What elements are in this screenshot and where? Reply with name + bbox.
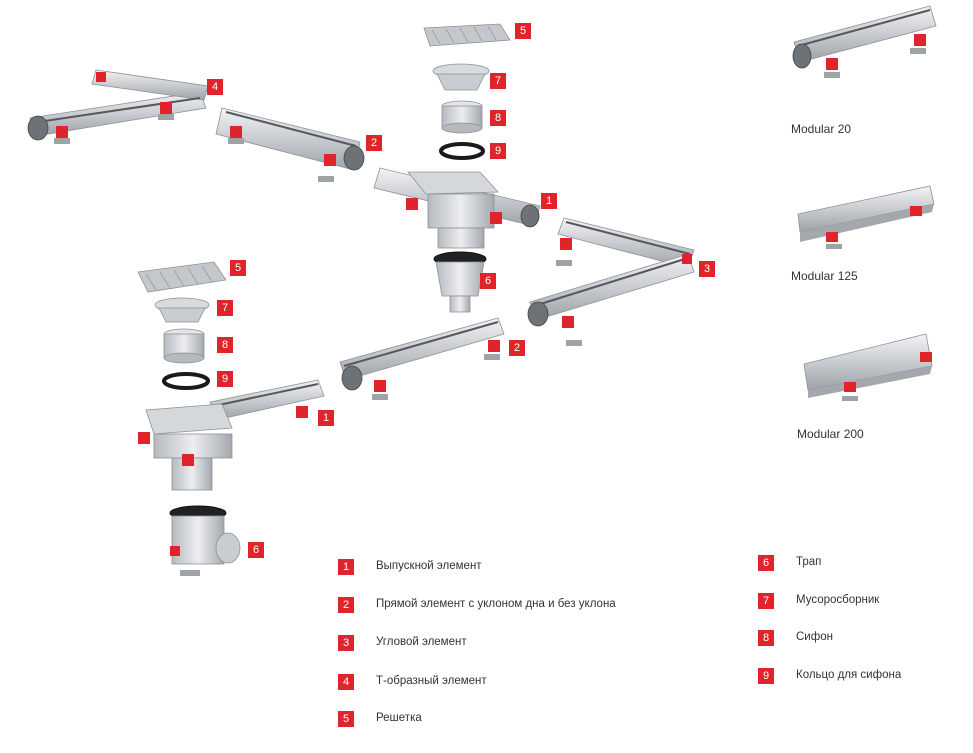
ring-illustration-lower — [162, 372, 210, 390]
legend-text: Кольцо для сифона — [796, 669, 902, 681]
callout-trap-upper: 6 — [480, 273, 496, 289]
legend-number: 4 — [338, 674, 354, 690]
outlet-element-illustration-upper — [373, 167, 541, 249]
straight-element-illustration-upper — [215, 107, 365, 182]
variant-label-modular-20: Modular 20 — [791, 122, 852, 136]
legend-text: Выпускной элемент — [376, 560, 482, 572]
legend-number: 1 — [338, 559, 354, 575]
trap-illustration-upper — [433, 251, 487, 313]
legend-text: Т-образный элемент — [376, 675, 487, 687]
callout-outlet-element-lower: 1 — [318, 410, 334, 426]
callout-strainer-lower: 7 — [217, 300, 233, 316]
callout-strainer-upper: 7 — [490, 73, 506, 89]
ring-illustration-upper — [439, 142, 485, 160]
legend-number: 9 — [758, 668, 774, 684]
legend-text: Прямой элемент с уклоном дна и без уклон… — [376, 598, 616, 610]
callout-straight-element-lower: 2 — [509, 340, 525, 356]
strainer-body-upper — [436, 73, 486, 91]
grate-illustration-lower — [137, 261, 227, 293]
legend-number: 5 — [338, 711, 354, 727]
legend-text: Мусоросборник — [796, 594, 880, 606]
callout-grate-lower: 5 — [230, 260, 246, 276]
legend-number: 6 — [758, 555, 774, 571]
strainer-body-lower — [158, 307, 206, 323]
outlet-element-illustration-lower — [138, 379, 325, 491]
variant-label-modular-200: Modular 200 — [797, 427, 864, 441]
callout-trap-lower: 6 — [248, 542, 264, 558]
trap-illustration-lower — [169, 505, 241, 576]
modular-20-illustration — [792, 5, 937, 78]
corner-element-illustration — [527, 217, 695, 346]
modular-125-illustration — [797, 185, 935, 249]
legend-text: Трап — [796, 556, 822, 568]
siphon-illustration-upper — [441, 100, 483, 134]
callout-siphon-upper: 8 — [490, 110, 506, 126]
callout-t-shaped-element: 4 — [207, 79, 223, 95]
straight-element-illustration-lower — [339, 317, 505, 400]
legend-number: 7 — [758, 593, 774, 609]
legend-number: 8 — [758, 630, 774, 646]
legend-text: Сифон — [796, 631, 833, 643]
callout-siphon-lower: 8 — [217, 337, 233, 353]
variant-label-modular-125: Modular 125 — [791, 269, 858, 283]
callout-ring-lower: 9 — [217, 371, 233, 387]
callout-straight-element-upper: 2 — [366, 135, 382, 151]
callout-grate-upper: 5 — [515, 23, 531, 39]
siphon-illustration-lower — [163, 328, 205, 364]
callout-outlet-element-upper: 1 — [541, 193, 557, 209]
callout-ring-upper: 9 — [490, 143, 506, 159]
legend-number: 3 — [338, 635, 354, 651]
legend-text: Решетка — [376, 712, 422, 724]
grate-illustration-upper — [423, 23, 511, 47]
t-shaped-element-illustration — [27, 69, 209, 144]
callout-corner-element: 3 — [699, 261, 715, 277]
legend-number: 2 — [338, 597, 354, 613]
legend-text: Угловой элемент — [376, 636, 467, 648]
modular-200-illustration — [803, 333, 933, 401]
